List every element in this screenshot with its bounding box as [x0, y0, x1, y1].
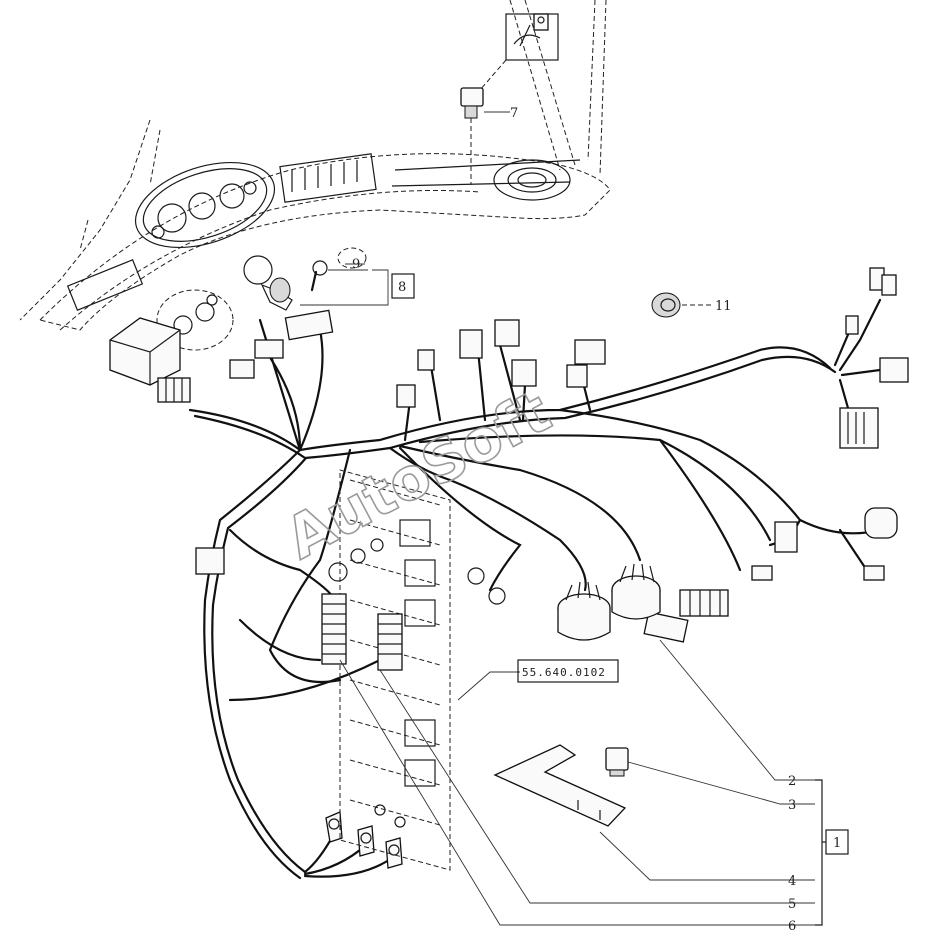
callout-7: 7: [510, 106, 518, 121]
item-11-grommet: 11: [651, 292, 732, 318]
callout-9: 9: [352, 257, 360, 272]
instrument-cluster: [134, 161, 276, 249]
items-2-3-4: [493, 744, 629, 827]
dashboard-outline: [39, 153, 611, 331]
ring-terminals: [325, 567, 506, 869]
leader-lines: [339, 639, 826, 926]
callout-1: 1: [833, 836, 841, 851]
fuse-relay-board: [321, 469, 451, 871]
callout-8: 8: [398, 280, 406, 295]
item-8-9-switches: 9 8: [243, 247, 415, 311]
reference-code: 55.640.0102: [522, 666, 606, 679]
callout-11: 11: [715, 299, 732, 314]
callout-2: 2: [788, 774, 796, 789]
callout-3: 3: [788, 798, 796, 813]
reference-label: 55.640.0102: [457, 659, 619, 701]
main-harness: [188, 298, 882, 880]
round-connectors: [557, 563, 661, 641]
callout-4: 4: [788, 874, 796, 889]
callout-5: 5: [788, 897, 796, 912]
callout-6: 6: [788, 919, 796, 934]
switch-panel: [279, 153, 377, 203]
air-vent: [493, 159, 571, 201]
harness-connectors: [195, 267, 909, 643]
item-7-switch: 7: [460, 13, 559, 185]
cab-frame-outline: [19, 0, 607, 321]
control-module: [109, 317, 191, 403]
lower-dash-controls: [156, 289, 234, 351]
